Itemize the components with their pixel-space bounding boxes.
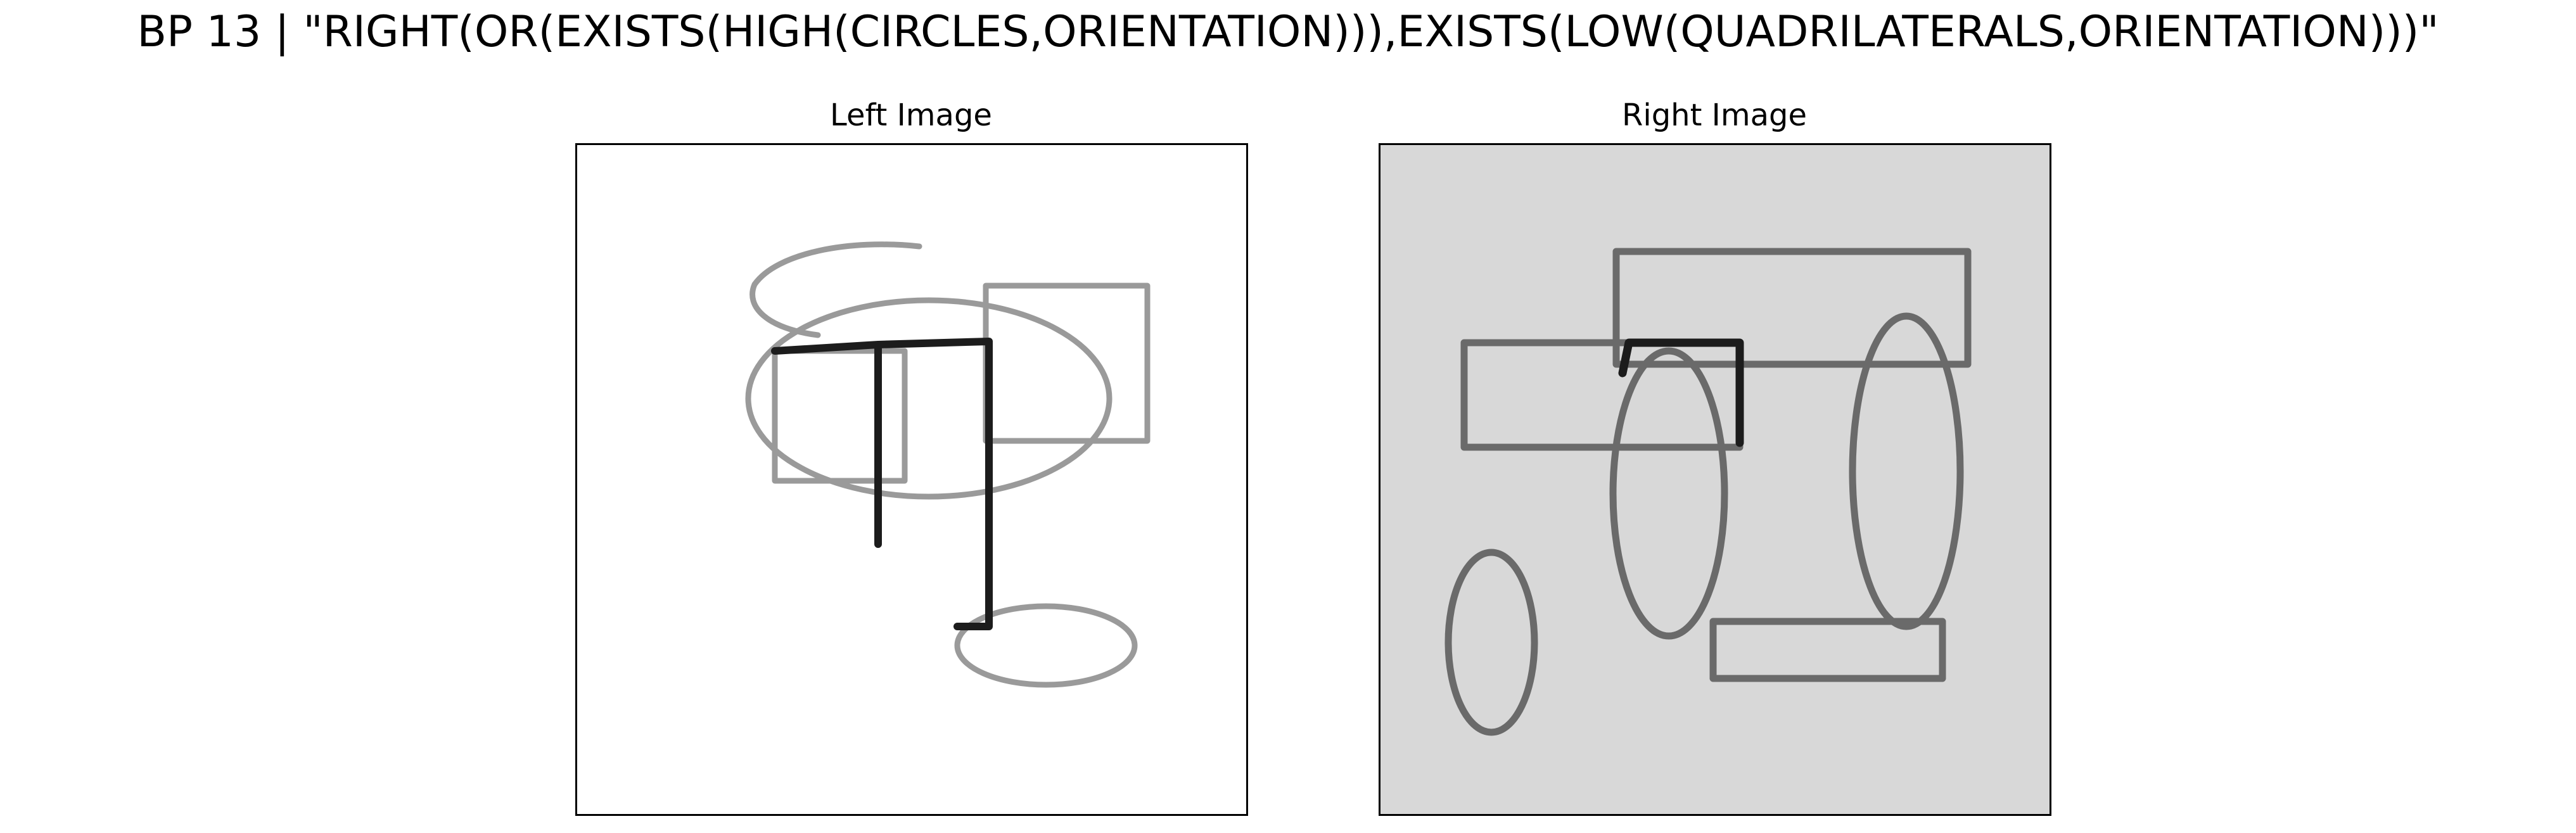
- right-tall-ellipse: [1849, 312, 1964, 630]
- left-image-panel: [575, 143, 1248, 816]
- right-center-ellipse: [1609, 347, 1728, 640]
- left-image-background: [577, 145, 1246, 814]
- right-image-drawing: [1380, 145, 2050, 814]
- left-large-ellipse: [745, 297, 1113, 500]
- right-image-title: Right Image: [1622, 98, 1807, 133]
- figure-title: BP 13 | "RIGHT(OR(EXISTS(HIGH(CIRCLES,OR…: [137, 7, 2439, 57]
- right-image-panel: [1379, 143, 2051, 816]
- right-top-rectangle: [1612, 248, 1972, 368]
- left-small-rectangle: [772, 348, 908, 484]
- right-bottom-rectangle: [1709, 618, 1946, 682]
- right-image-background: [1380, 145, 2050, 814]
- right-dark-strokes: [1618, 338, 1744, 447]
- left-top-ellipse: [749, 241, 922, 338]
- left-dark-strokes: [771, 338, 993, 630]
- left-bottom-ellipse: [954, 603, 1138, 688]
- right-small-ellipse: [1444, 549, 1538, 736]
- left-image-drawing: [577, 145, 1246, 814]
- left-image-title: Left Image: [830, 98, 992, 133]
